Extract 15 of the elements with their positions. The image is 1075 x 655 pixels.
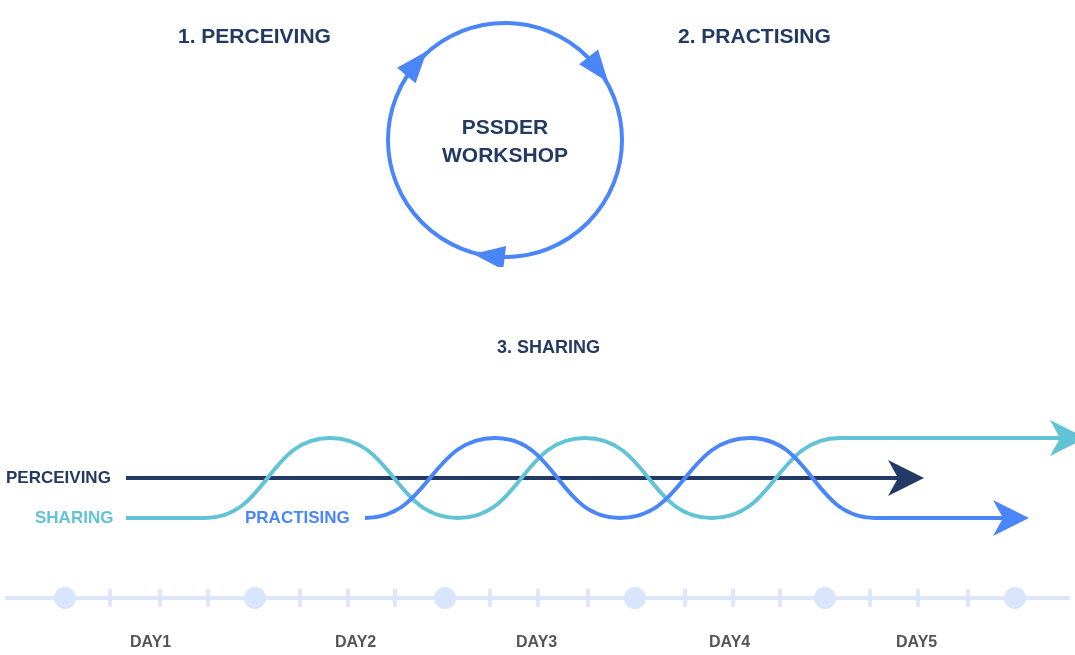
stage-label: 3. SHARING [497,337,601,357]
day-label: DAY5 [896,633,938,651]
line-label: SHARING [35,508,114,527]
day-label: DAY3 [516,633,558,651]
line-label: PRACTISING [245,508,350,527]
arrow [364,436,1029,536]
day-label: DAY4 [709,633,751,651]
arrow [126,420,1075,520]
line-label: PERCEIVING [6,468,111,487]
arrow [126,460,924,496]
cycle-title: PSSDER WORKSHOP [441,114,569,168]
stage-label: 2. PRACTISING [678,24,831,47]
day-label: DAY2 [335,633,377,651]
stage-label: 1. PERCEIVING [178,24,331,47]
day-label: DAY1 [130,633,172,651]
